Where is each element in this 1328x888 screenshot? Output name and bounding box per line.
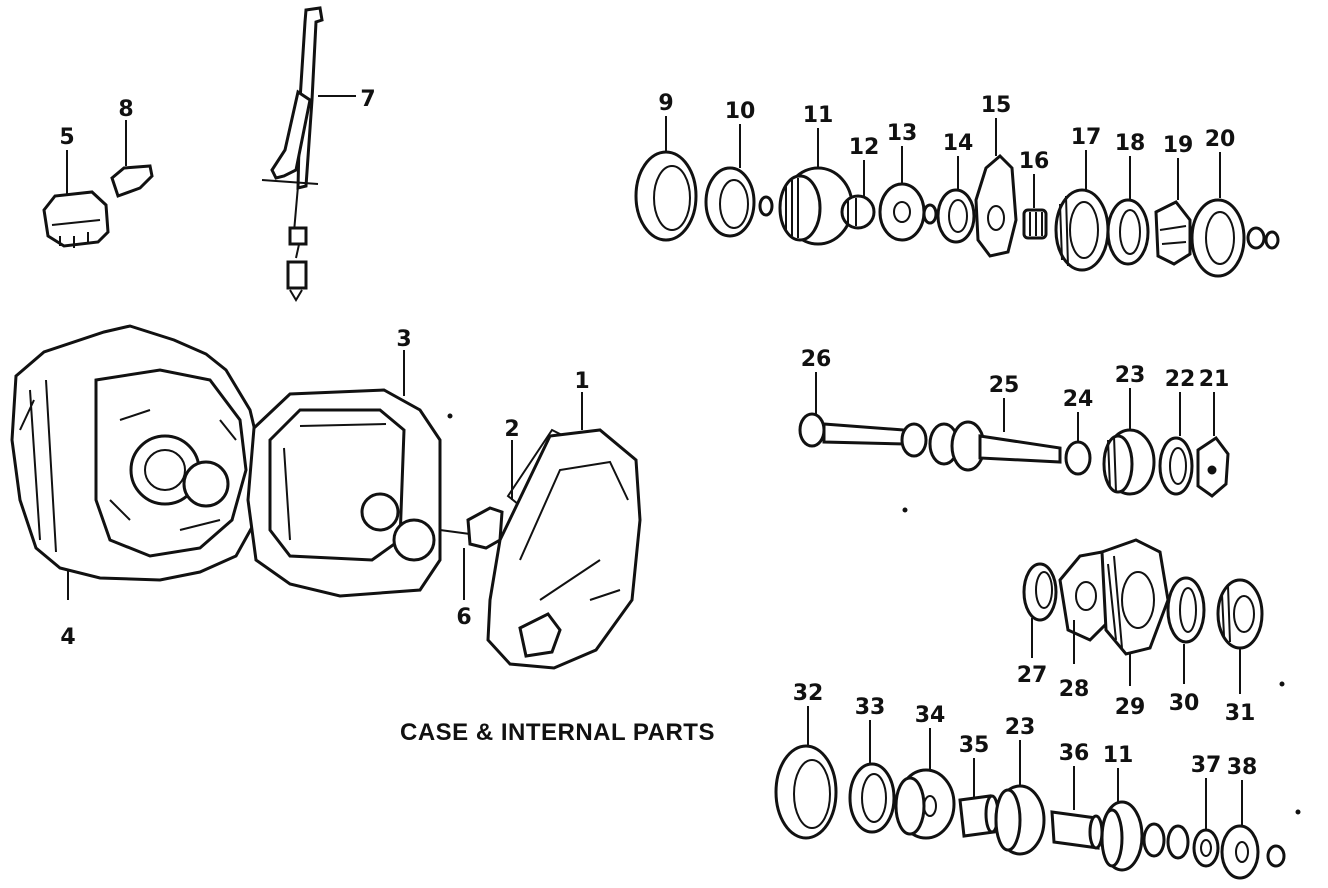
part-38-gear [1220, 780, 1286, 880]
part-22-synchro-ring [1158, 392, 1194, 496]
part-7-shift-lever [261, 6, 356, 302]
part-36-spacer [1050, 766, 1104, 850]
callout-7: 7 [360, 87, 375, 112]
callout-18: 18 [1115, 131, 1146, 156]
callout-23-lower: 23 [1005, 715, 1036, 740]
part-20-sleeve [1190, 152, 1280, 278]
part-31-gear [1216, 578, 1264, 694]
part-37-nut [1192, 778, 1220, 868]
part-10-bearing [704, 124, 774, 238]
callout-15: 15 [981, 93, 1012, 118]
callout-29: 29 [1115, 695, 1146, 720]
callout-28: 28 [1059, 677, 1090, 702]
part-8-clip [110, 120, 154, 198]
callout-14: 14 [943, 131, 974, 156]
part-27-bearing [1022, 562, 1058, 658]
callout-1: 1 [574, 369, 589, 394]
callout-19: 19 [1163, 133, 1194, 158]
callout-11-lower: 11 [1103, 743, 1134, 768]
part-15-plate [974, 118, 1018, 258]
part-13-gear [878, 146, 938, 242]
callout-9: 9 [658, 91, 673, 116]
print-specks [447, 413, 1301, 815]
callout-24: 24 [1063, 387, 1094, 412]
part-34-gear [894, 728, 956, 840]
part-3-transmission-case [246, 350, 442, 598]
callout-33: 33 [855, 695, 886, 720]
callout-2: 2 [504, 417, 519, 442]
callout-34: 34 [915, 703, 946, 728]
callout-31: 31 [1225, 701, 1256, 726]
part-23-gear-lower [994, 740, 1046, 856]
part-23-gear [1102, 388, 1156, 496]
callout-4: 4 [60, 625, 75, 650]
callout-10: 10 [725, 99, 756, 124]
callout-32: 32 [793, 681, 824, 706]
part-29-gear [1100, 538, 1170, 686]
part-16-bearing [1022, 174, 1048, 240]
part-32-bearing-race [774, 706, 838, 840]
part-19-hub [1154, 158, 1192, 266]
part-17-gear [1054, 150, 1110, 272]
part-25-mainshaft [822, 398, 1062, 472]
part-24-bearing [1064, 412, 1092, 476]
callout-16: 16 [1019, 149, 1050, 174]
callout-38: 38 [1227, 755, 1258, 780]
callout-23: 23 [1115, 363, 1146, 388]
part-26-bearing [798, 372, 826, 448]
part-33-bearing [848, 720, 896, 834]
callout-13: 13 [887, 121, 918, 146]
part-14-synchro-ring [936, 156, 976, 244]
part-11-gear-lower [1100, 768, 1144, 872]
part-12-bearing [840, 160, 876, 230]
callout-22: 22 [1165, 367, 1196, 392]
part-4-bell-housing [10, 324, 264, 600]
callout-17: 17 [1071, 125, 1102, 150]
part-21-hub [1196, 392, 1230, 498]
callout-25: 25 [989, 373, 1020, 398]
callout-labels: 1 2 3 4 5 6 7 8 9 10 11 12 13 14 15 16 1… [59, 87, 1257, 780]
callout-12: 12 [849, 135, 880, 160]
part-18-synchro-ring [1106, 156, 1150, 266]
callout-3: 3 [396, 327, 411, 352]
callout-21: 21 [1199, 367, 1230, 392]
callout-8: 8 [118, 97, 133, 122]
callout-26: 26 [801, 347, 832, 372]
callout-5: 5 [59, 125, 74, 150]
callout-30: 30 [1169, 691, 1200, 716]
washers-lower [1142, 822, 1190, 860]
part-5-cover [42, 150, 110, 248]
callout-37: 37 [1191, 753, 1222, 778]
callout-27: 27 [1017, 663, 1048, 688]
part-1-end-cover [486, 392, 642, 670]
part-30-ring [1166, 576, 1206, 684]
part-35-spacer [958, 758, 1000, 838]
callout-36: 36 [1059, 741, 1090, 766]
callout-20: 20 [1205, 127, 1236, 152]
callout-6: 6 [456, 605, 471, 630]
diagram-caption: CASE & INTERNAL PARTS [400, 719, 715, 746]
callout-35: 35 [959, 733, 990, 758]
part-11-gear [778, 128, 854, 246]
callout-11: 11 [803, 103, 834, 128]
part-9-bearing-race [634, 116, 698, 242]
